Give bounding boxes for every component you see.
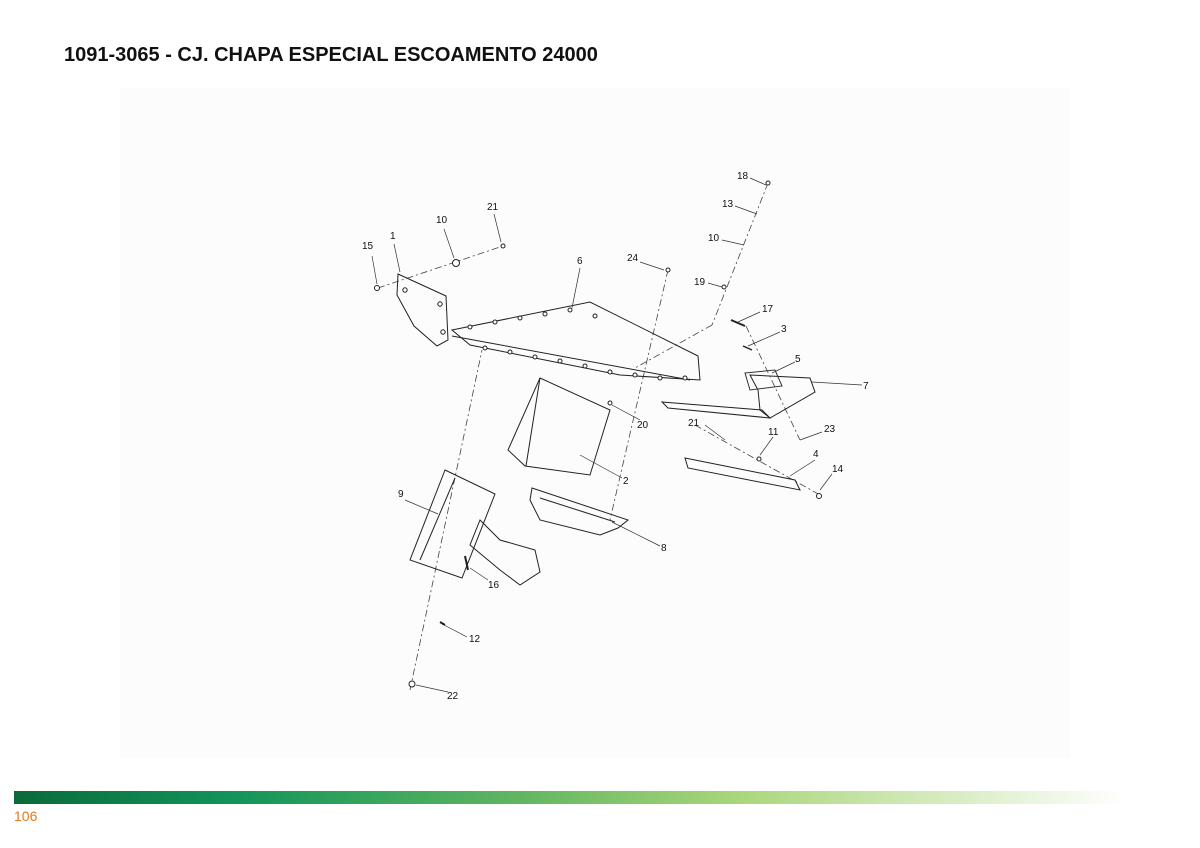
end-plate-part bbox=[396, 273, 449, 347]
callout-21-top: 21 bbox=[487, 202, 499, 213]
footer-gradient-bar bbox=[14, 791, 1124, 804]
callout-20: 20 bbox=[637, 420, 649, 431]
callout-4: 4 bbox=[813, 449, 819, 460]
angle-bracket-part bbox=[749, 374, 816, 419]
callout-17: 17 bbox=[762, 304, 774, 315]
callout-22: 22 bbox=[447, 691, 459, 702]
page-title: 1091-3065 - CJ. CHAPA ESPECIAL ESCOAMENT… bbox=[64, 44, 598, 66]
callout-9: 9 bbox=[398, 489, 404, 500]
tray-part bbox=[529, 487, 630, 536]
callout-12: 12 bbox=[469, 634, 481, 645]
callout-2: 2 bbox=[623, 476, 629, 487]
callout-18: 18 bbox=[737, 171, 749, 182]
callout-14: 14 bbox=[832, 464, 844, 475]
callout-16: 16 bbox=[488, 580, 500, 591]
callout-7: 7 bbox=[863, 381, 869, 392]
callout-6: 6 bbox=[577, 256, 583, 267]
callout-8: 8 bbox=[661, 543, 667, 554]
strip-upper-part bbox=[660, 401, 772, 419]
callout-1: 1 bbox=[390, 231, 396, 242]
exploded-view-drawing-area bbox=[120, 88, 1070, 758]
callout-19: 19 bbox=[694, 277, 706, 288]
callout-10-right: 10 bbox=[708, 233, 720, 244]
callout-5: 5 bbox=[795, 354, 801, 365]
bracket-part bbox=[469, 519, 541, 586]
callout-24: 24 bbox=[627, 253, 639, 264]
callout-23: 23 bbox=[824, 424, 836, 435]
callout-10-left: 10 bbox=[436, 215, 448, 226]
callout-11: 11 bbox=[768, 427, 779, 438]
support-column-part bbox=[409, 469, 496, 579]
callout-3: 3 bbox=[781, 324, 787, 335]
page-number: 106 bbox=[14, 808, 38, 824]
chute-box-part bbox=[507, 377, 611, 476]
callout-21-right: 21 bbox=[688, 418, 700, 429]
callout-15: 15 bbox=[362, 241, 374, 252]
main-sheet-part bbox=[450, 301, 701, 381]
callout-13: 13 bbox=[722, 199, 734, 210]
strip-lower-part bbox=[684, 457, 801, 491]
